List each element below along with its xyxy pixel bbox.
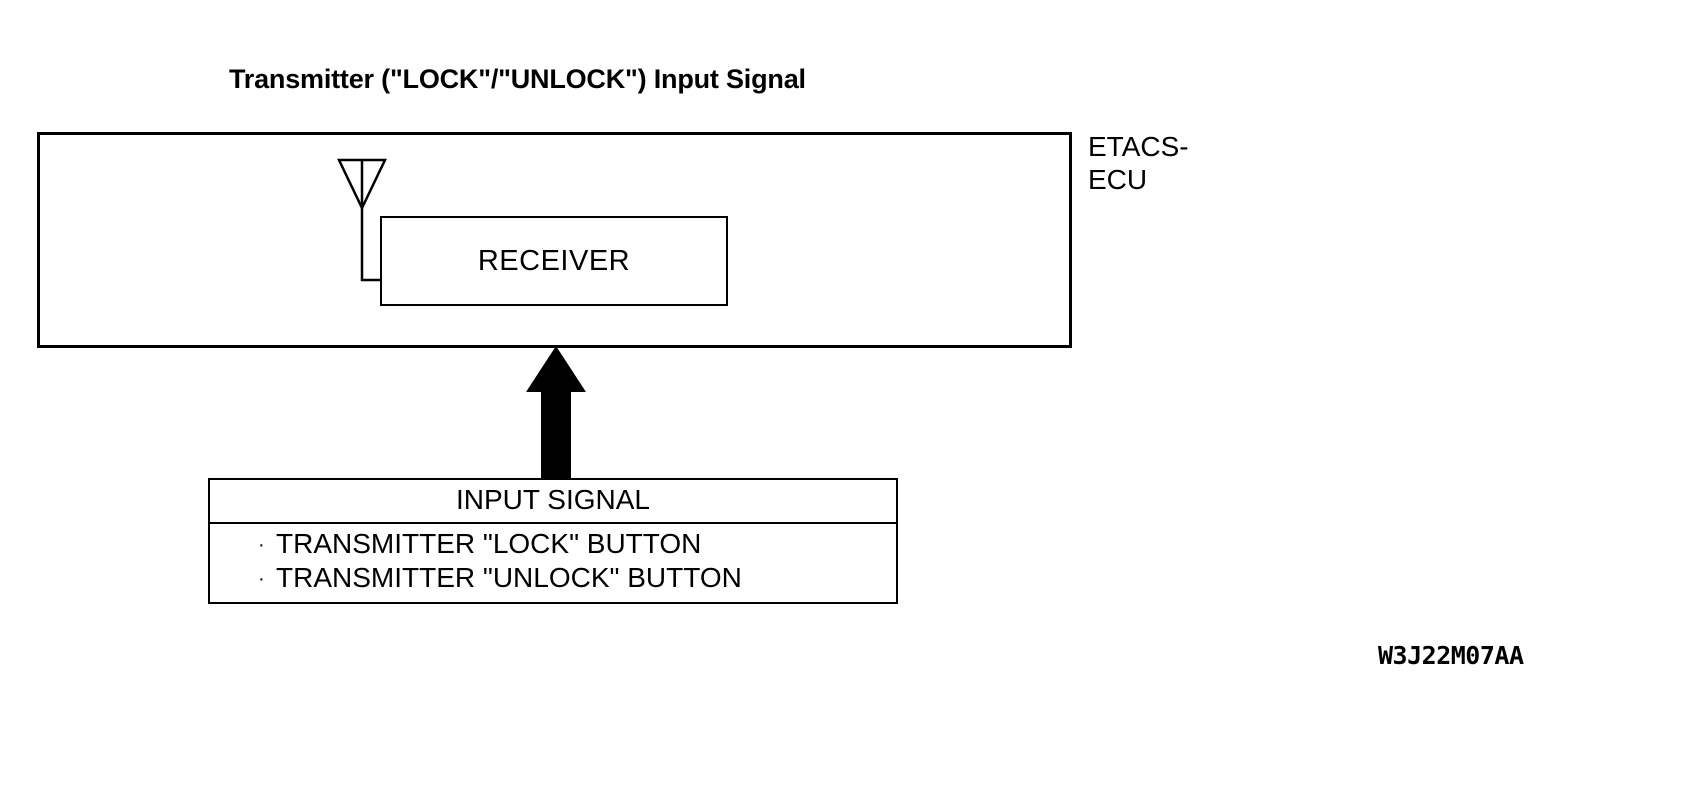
up-arrow-icon — [518, 344, 594, 484]
receiver-label: RECEIVER — [477, 244, 631, 277]
input-signal-header: INPUT SIGNAL — [210, 480, 896, 524]
table-row-label: TRANSMITTER "LOCK" BUTTON — [276, 528, 702, 559]
table-row: · TRANSMITTER "LOCK" BUTTON — [210, 527, 896, 561]
page-title: Transmitter ("LOCK"/"UNLOCK") Input Sign… — [229, 64, 806, 94]
bullet-icon: · — [258, 534, 265, 556]
receiver-block: RECEIVER — [380, 216, 728, 306]
table-row: · TRANSMITTER "UNLOCK" BUTTON — [210, 561, 896, 595]
reference-code: W3J22M07AA — [1378, 641, 1524, 670]
etacs-ecu-label: ETACS- ECU — [1088, 131, 1189, 195]
input-signal-table: INPUT SIGNAL · TRANSMITTER "LOCK" BUTTON … — [208, 478, 898, 604]
table-row-label: TRANSMITTER "UNLOCK" BUTTON — [276, 562, 742, 593]
antenna-icon — [332, 152, 392, 287]
bullet-icon: · — [258, 568, 265, 590]
input-signal-rows: · TRANSMITTER "LOCK" BUTTON · TRANSMITTER … — [210, 524, 896, 602]
